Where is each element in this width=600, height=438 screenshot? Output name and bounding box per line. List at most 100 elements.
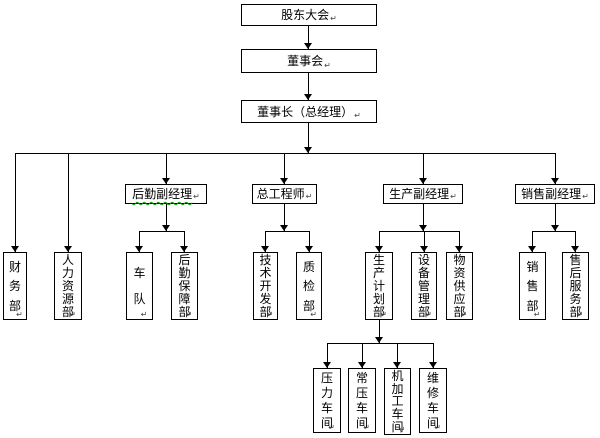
node-logistics-deputy-manager: 后勤副经理↵ xyxy=(125,184,207,204)
connector-chairman-trunk xyxy=(308,123,309,153)
paragraph-mark-icon: ↵ xyxy=(305,192,313,201)
arrow-down-icon xyxy=(11,246,19,252)
node-label: 后勤副经理 xyxy=(132,187,193,201)
node-quality-inspection-dept: 质检部 ↵ xyxy=(296,252,322,320)
paragraph-mark-icon: ↵ xyxy=(363,423,370,432)
node-label: 股东大会 xyxy=(281,8,330,22)
arrow-down-icon xyxy=(162,178,170,184)
connector-drop-qc xyxy=(309,231,310,252)
connector-drop-materials xyxy=(459,231,460,252)
paragraph-mark-icon: ↵ xyxy=(193,192,200,201)
node-label: 维修车间 xyxy=(426,371,439,430)
node-label: 销售部 xyxy=(526,259,539,313)
arrow-down-icon xyxy=(305,246,313,252)
paragraph-mark-icon: ↵ xyxy=(140,310,148,319)
node-label: 董事长（总经理） xyxy=(257,104,354,119)
connector-trunk-sales-mgr xyxy=(555,153,556,184)
node-label: 人力资源部 xyxy=(61,253,74,319)
connector-sales-stem xyxy=(555,204,556,231)
node-label: 质检部 xyxy=(302,259,315,313)
connector-trunk-production-mgr xyxy=(423,153,424,184)
connector-production-stem xyxy=(423,204,424,231)
arrow-down-icon xyxy=(162,225,170,231)
node-shareholders-meeting: 股东大会↵ xyxy=(241,4,377,26)
node-logistics-support-dept: 后勤保障部 ↵ xyxy=(171,252,198,320)
paragraph-mark-icon: ↵ xyxy=(16,310,23,319)
node-chairman-general-manager: 董事长（总经理）↵ xyxy=(241,100,377,123)
arrow-down-icon xyxy=(358,362,366,368)
connector-chief-stem xyxy=(284,204,285,231)
arrow-down-icon xyxy=(304,147,312,153)
connector-prod-planning-stem xyxy=(379,320,380,343)
connector-trunk-chief-engineer xyxy=(284,153,285,184)
node-sales-dept: 销售部 ↵ xyxy=(519,252,546,320)
arrow-down-icon xyxy=(571,246,579,252)
arrow-down-icon xyxy=(429,362,437,368)
node-atmospheric-workshop: 常压车间 ↵ xyxy=(348,368,376,433)
node-production-planning-dept: 生产计划部 ↵ xyxy=(365,252,393,320)
arrow-down-icon xyxy=(180,246,188,252)
node-sales-deputy-manager: 销售副经理↵ xyxy=(515,184,595,204)
node-label: 销售副经理 xyxy=(521,187,582,201)
node-after-sales-service-dept: 售后服务部 ↵ xyxy=(562,252,589,320)
node-label: 总工程师 xyxy=(256,187,305,201)
paragraph-mark-icon: ↵ xyxy=(450,192,457,201)
node-chief-engineer: 总工程师↵ xyxy=(252,184,317,204)
arrow-down-icon xyxy=(323,362,331,368)
connector-drop-pressure-workshop xyxy=(327,343,328,368)
connector-sales-bracket xyxy=(532,231,576,232)
connector-trunk-finance xyxy=(15,153,16,252)
arrow-down-icon xyxy=(528,246,536,252)
node-label: 财务部 xyxy=(8,259,21,313)
paragraph-mark-icon: ↵ xyxy=(266,310,274,319)
connector-drop-sales-dept xyxy=(532,231,533,252)
node-maintenance-workshop: 维修车间 ↵ xyxy=(419,368,447,433)
node-label: 后勤保障部 xyxy=(178,253,191,319)
node-materials-supply-dept: 物资供应部 ↵ xyxy=(446,252,473,320)
node-label: 售后服务部 xyxy=(569,253,582,319)
paragraph-mark-icon: ↵ xyxy=(310,310,317,319)
arrow-down-icon xyxy=(419,178,427,184)
arrow-down-icon xyxy=(551,178,559,184)
connector-drop-equipment xyxy=(424,231,425,252)
connector-production-bracket xyxy=(379,231,460,232)
arrow-down-icon xyxy=(280,178,288,184)
paragraph-mark-icon: ↵ xyxy=(460,310,468,319)
paragraph-mark-icon: ↵ xyxy=(328,423,335,432)
arrow-down-icon xyxy=(419,225,427,231)
connector-board-chairman xyxy=(308,73,309,100)
paragraph-mark-icon: ↵ xyxy=(354,111,361,120)
paragraph-mark-icon: ↵ xyxy=(380,310,387,319)
paragraph-mark-icon: ↵ xyxy=(330,14,337,23)
connector-drop-machining-workshop xyxy=(397,343,398,368)
connector-drop-tech-dev xyxy=(265,231,266,252)
arrow-down-icon xyxy=(304,94,312,100)
node-label: 生产计划部 xyxy=(372,253,385,319)
arrow-down-icon xyxy=(375,337,383,343)
connector-drop-fleet xyxy=(139,231,140,252)
node-fleet: 车队 ↵ xyxy=(126,252,153,320)
connector-drop-atmospheric-workshop xyxy=(362,343,363,368)
node-machining-workshop: 机加工车间 ↵ xyxy=(384,368,411,435)
node-label: 常压车间 xyxy=(355,371,368,430)
node-label: 物资供应部 xyxy=(453,253,466,319)
connector-drop-after-sales xyxy=(575,231,576,252)
connector-chief-bracket xyxy=(265,231,309,232)
node-production-deputy-manager: 生产副经理↵ xyxy=(383,184,463,204)
connector-logistics-stem xyxy=(166,204,167,231)
paragraph-mark-icon: ↵ xyxy=(434,423,441,432)
node-label: 机加工车间 xyxy=(391,368,404,435)
paragraph-mark-icon: ↵ xyxy=(185,310,193,319)
connector-workshops-bracket xyxy=(327,343,433,344)
arrow-down-icon xyxy=(420,246,428,252)
arrow-down-icon xyxy=(455,246,463,252)
node-label: 设备管理部 xyxy=(417,253,430,319)
connector-drop-logistics-support xyxy=(184,231,185,252)
connector-shareholders-board xyxy=(308,26,309,49)
connector-trunk-hr xyxy=(68,153,69,252)
connector-drop-maintenance-workshop xyxy=(433,343,434,368)
node-label: 生产副经理 xyxy=(389,187,450,201)
paragraph-mark-icon: ↵ xyxy=(398,425,406,434)
arrow-down-icon xyxy=(64,246,72,252)
arrow-down-icon xyxy=(261,246,269,252)
